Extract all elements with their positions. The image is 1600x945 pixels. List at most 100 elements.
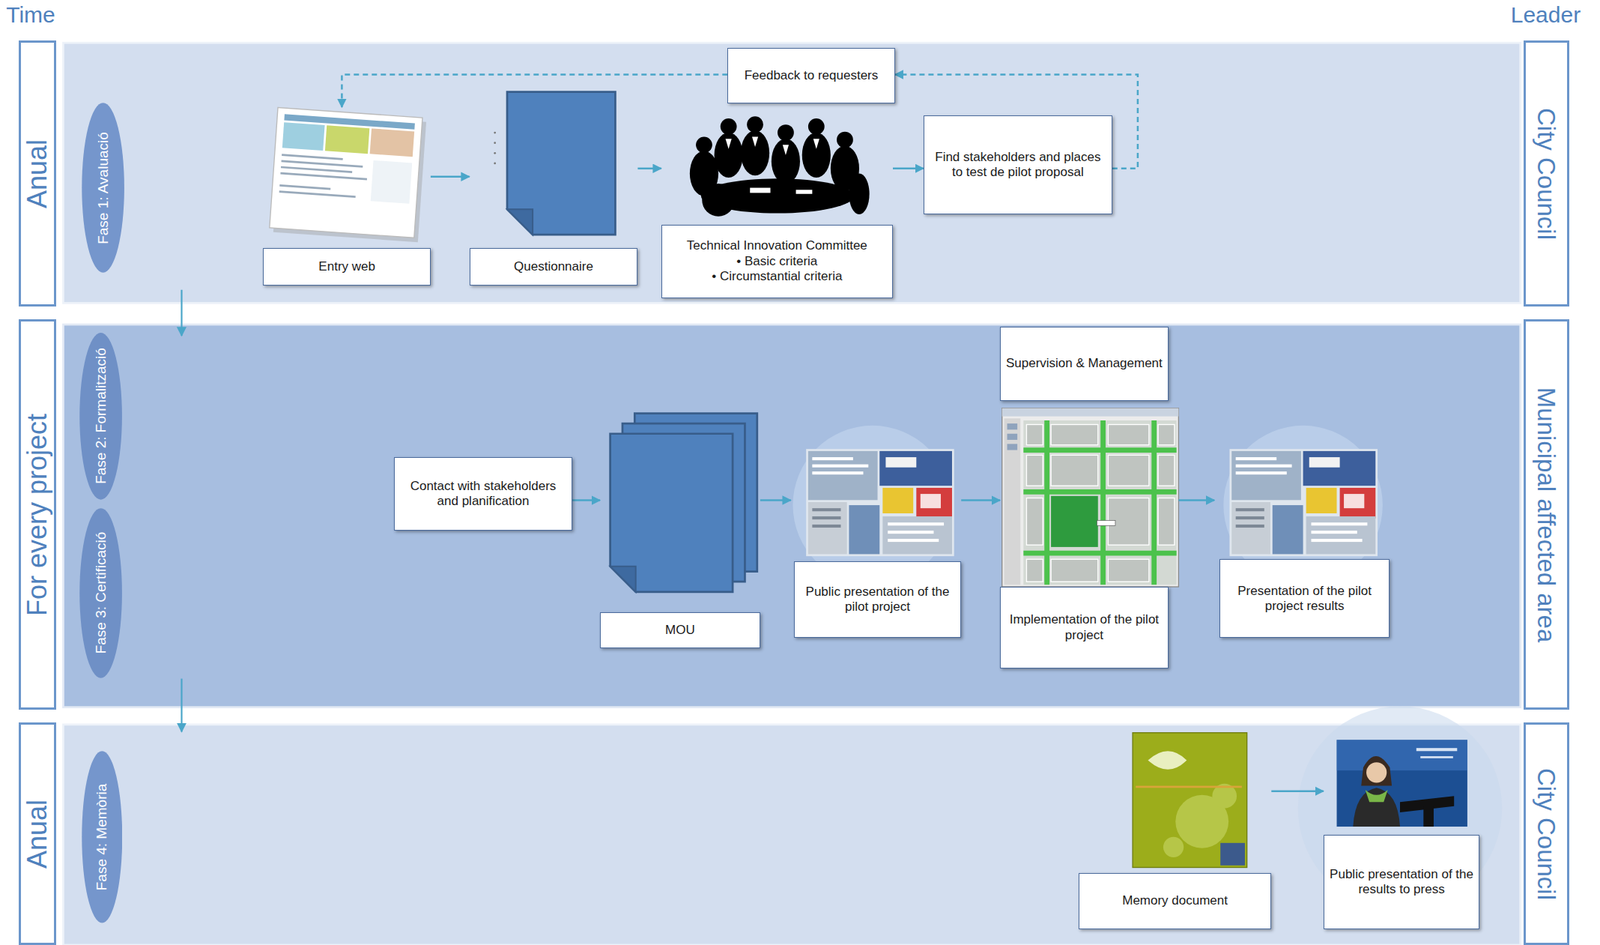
- lane-title-text: City Council: [1532, 767, 1561, 900]
- process-step: Implementation of the pilot project: [1000, 408, 1179, 669]
- map-screenshot: [1003, 417, 1021, 585]
- phase-title: Fase 2: Formalització: [93, 347, 109, 484]
- map-screenshot: [1107, 558, 1149, 582]
- questionnaire-icon: [507, 92, 615, 236]
- lane-title: City Council: [1534, 107, 1559, 240]
- web-page-thumbnail: [279, 184, 331, 190]
- web-page-thumbnail: [268, 107, 427, 243]
- web-page-thumbnail: [370, 160, 412, 204]
- phase-title: Fase 3: Certificació: [93, 531, 109, 654]
- map-screenshot: [1096, 520, 1116, 526]
- flow-arrow: [572, 498, 600, 502]
- process-box: Contact with stakeholders and planificat…: [394, 456, 573, 531]
- map-screenshot: [1002, 408, 1180, 587]
- memory-document-cover: [1220, 842, 1245, 866]
- memory-document-cover: [1163, 836, 1184, 857]
- press-photo: [1420, 755, 1454, 759]
- map-screenshot: [1023, 420, 1177, 585]
- step-label-box: Memory document: [1078, 872, 1272, 929]
- map-screenshot: [1107, 454, 1149, 486]
- flow-arrow: [892, 167, 924, 171]
- lane-title-text: For every project: [21, 413, 53, 616]
- web-page-thumbnail: [280, 172, 368, 181]
- process-step: Presentation of the pilot project result…: [1214, 448, 1390, 638]
- flow-arrow: [760, 498, 792, 502]
- lane-title: Anual: [23, 139, 51, 209]
- box-label: Presentation of the pilot project result…: [1224, 583, 1385, 615]
- box-label: Supervision & Management: [1005, 355, 1163, 371]
- flow-arrow: [637, 167, 661, 171]
- meeting-silhouette: [802, 132, 831, 178]
- map-screenshot: [1158, 454, 1175, 486]
- box-text: MOU: [665, 622, 696, 638]
- map-screenshot: [1151, 420, 1157, 585]
- memory-document-cover: [1132, 732, 1248, 868]
- map-screenshot: [1007, 423, 1018, 430]
- meeting-silhouette: [740, 130, 770, 176]
- memory-document-cover: [1148, 750, 1188, 770]
- map-screenshot: [1050, 495, 1099, 547]
- box-bullet: • Basic criteria: [686, 253, 868, 269]
- press-photo: [1337, 739, 1468, 827]
- questionnaire-icon: [493, 162, 496, 165]
- box-text: Entry web: [318, 259, 376, 275]
- questionnaire-icon: [493, 141, 496, 144]
- process-step: MOU: [600, 413, 761, 648]
- box-text: Contact with stakeholders and planificat…: [399, 478, 568, 510]
- meeting-silhouette: [701, 178, 854, 213]
- band-transition-arrow: [181, 289, 183, 732]
- box-text: Technical Innovation Committee• Basic cr…: [686, 238, 868, 284]
- box-text: Feedback to requesters: [744, 68, 879, 84]
- map-screenshot: [1007, 433, 1018, 440]
- lane-header: Anual: [18, 40, 57, 306]
- box-bullet: • Circumstantial criteria: [686, 268, 868, 284]
- phase-title-text: Fase 2: Formalització: [92, 347, 109, 484]
- step-label-box: Questionnaire: [469, 247, 639, 286]
- lane-title: Anual: [23, 799, 51, 869]
- box-text: Presentation of the pilot project result…: [1224, 583, 1385, 615]
- lane-header: Municipal affected area: [1523, 319, 1570, 709]
- box-label: Entry web: [318, 259, 376, 275]
- lane-title-text: Municipal affected area: [1532, 386, 1561, 642]
- phase-ellipse-shape: [81, 102, 125, 273]
- lane-title-text: Anual: [21, 799, 53, 869]
- box-label: Technical Innovation Committee: [686, 238, 868, 254]
- press-collage: [1229, 448, 1379, 556]
- step-label-box: Public presentation of the results to pr…: [1323, 834, 1480, 929]
- lane-title: Municipal affected area: [1534, 386, 1559, 642]
- process-step: Public presentation of the pilot project: [791, 448, 962, 638]
- header-label: Time: [5, 2, 56, 27]
- web-page-thumbnail: [280, 166, 353, 174]
- memory-document-cover: [1132, 732, 1248, 868]
- lane-title: For every project: [23, 413, 51, 616]
- step-label-box: Presentation of the pilot project result…: [1219, 558, 1390, 638]
- map-screenshot: [1107, 423, 1149, 445]
- map-screenshot: [1026, 558, 1043, 582]
- web-page-thumbnail: [280, 159, 363, 168]
- map-screenshot: [1002, 408, 1180, 587]
- meeting-silhouette: [813, 138, 820, 150]
- lane-header: For every project: [18, 319, 57, 709]
- map-screenshot: [1050, 558, 1099, 582]
- meeting-silhouette: [746, 116, 764, 133]
- box-label: Feedback to requesters: [744, 68, 879, 84]
- meeting-silhouette: [796, 189, 813, 194]
- box-label: Implementation of the pilot project: [1005, 611, 1164, 643]
- box-text: Implementation of the pilot project: [1005, 611, 1164, 643]
- flow-arrow: [961, 498, 1000, 502]
- meeting-silhouette: [714, 132, 744, 178]
- map-screenshot: [1044, 420, 1050, 585]
- step-label-box: Public presentation of the pilot project: [794, 561, 962, 638]
- step-label-box: Technical Innovation Committee• Basic cr…: [661, 224, 893, 299]
- map-screenshot: [1050, 454, 1099, 486]
- map-screenshot: [1050, 423, 1099, 445]
- web-page-thumbnail: [325, 125, 370, 154]
- box-text: Public presentation of the pilot project: [799, 584, 956, 615]
- web-page-thumbnail: [282, 122, 326, 151]
- box-text: Supervision & Management: [1005, 355, 1163, 371]
- box-text: Public presentation of the results to pr…: [1328, 866, 1475, 898]
- mou-documents: [610, 433, 733, 592]
- swimlane-band: [62, 42, 1520, 303]
